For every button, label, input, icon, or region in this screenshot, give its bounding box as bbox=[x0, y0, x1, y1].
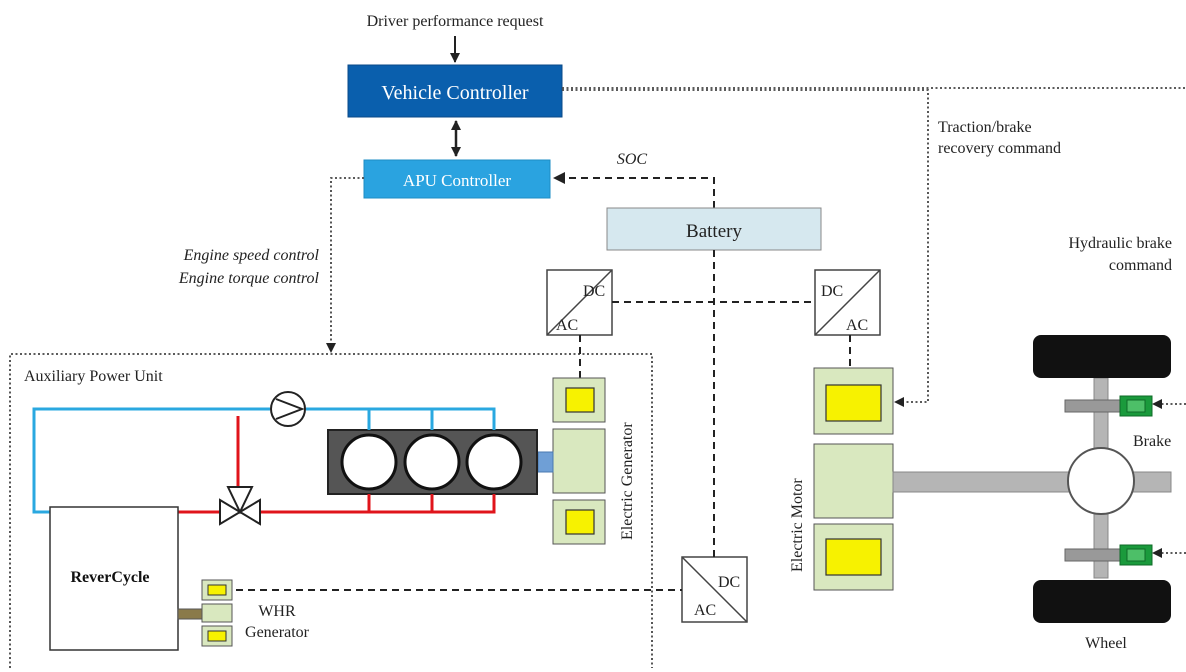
electric-motor-label: Electric Motor bbox=[789, 478, 806, 572]
dcac-converter-motor: DC AC bbox=[814, 269, 881, 336]
hydraulic-label-2: command bbox=[1109, 257, 1172, 274]
three-way-valve-icon bbox=[219, 486, 261, 526]
apu-controller-box bbox=[363, 159, 551, 199]
differential bbox=[1067, 447, 1135, 515]
whr-label-2: Generator bbox=[245, 624, 310, 641]
traction-arrowhead bbox=[894, 397, 904, 407]
wheel-lower bbox=[1033, 580, 1171, 623]
engine-torque-label: Engine torque control bbox=[178, 270, 320, 287]
pump-icon bbox=[270, 391, 306, 427]
whr-generator bbox=[201, 579, 233, 647]
engine-control-line bbox=[330, 177, 364, 346]
generator-magnet-top bbox=[565, 387, 595, 413]
whr-label-1: WHR bbox=[258, 603, 296, 620]
generator-magnet-bottom bbox=[565, 509, 595, 535]
engine-block bbox=[327, 429, 538, 495]
engine-control-arrowhead bbox=[326, 343, 336, 353]
electric-generator-label: Electric Generator bbox=[619, 422, 636, 540]
soc-arrowhead bbox=[553, 172, 565, 184]
apu-title: Auxiliary Power Unit bbox=[24, 368, 163, 385]
apu-boundary bbox=[9, 353, 653, 668]
soc-line bbox=[556, 177, 715, 208]
wheel-label: Wheel bbox=[1085, 635, 1127, 652]
vehicle-controller-label: Vehicle Controller bbox=[381, 82, 529, 104]
brake-label: Brake bbox=[1133, 433, 1171, 450]
dc-label-whr: DC bbox=[718, 574, 740, 591]
driver-request-label: Driver performance request bbox=[367, 13, 544, 30]
electric-motor bbox=[813, 367, 894, 591]
traction-label-1: Traction/brake bbox=[938, 119, 1032, 136]
dcac-converter-generator: DC AC bbox=[546, 269, 613, 336]
coolant-circuit bbox=[32, 407, 496, 514]
soc-label: SOC bbox=[617, 151, 648, 168]
battery-box bbox=[606, 207, 822, 251]
hydraulic-label-1: Hydraulic brake bbox=[1068, 235, 1172, 252]
hydraulic-arrowhead-lower bbox=[1152, 548, 1162, 558]
exhaust-circuit bbox=[178, 416, 496, 514]
revercycle-label: ReverCycle bbox=[70, 569, 149, 586]
cylinder-1 bbox=[340, 433, 398, 491]
engine-shaft bbox=[537, 451, 554, 473]
vehicle-controller-box bbox=[347, 64, 563, 118]
revercycle-box bbox=[49, 506, 179, 651]
hydraulic-arrowhead-upper bbox=[1152, 399, 1162, 409]
ac-label-whr: AC bbox=[694, 602, 716, 619]
wheel-upper bbox=[1033, 335, 1171, 378]
dc-label-gen: DC bbox=[583, 283, 605, 300]
ac-label-gen: AC bbox=[556, 317, 578, 334]
ac-label-motor: AC bbox=[846, 317, 868, 334]
dc-label-motor: DC bbox=[821, 283, 843, 300]
apu-controller-label: APU Controller bbox=[403, 171, 511, 190]
cylinder-2 bbox=[403, 433, 461, 491]
motor-magnet-top bbox=[825, 384, 882, 422]
traction-label-2: recovery command bbox=[938, 140, 1061, 157]
battery-label: Battery bbox=[686, 221, 742, 242]
traction-command-line bbox=[562, 89, 929, 403]
dcac-converter-whr: DC AC bbox=[681, 556, 748, 623]
whr-shaft bbox=[177, 608, 203, 620]
engine-speed-label: Engine speed control bbox=[183, 247, 320, 264]
motor-magnet-bottom bbox=[825, 538, 882, 576]
cylinder-3 bbox=[465, 433, 523, 491]
electric-generator bbox=[552, 377, 606, 545]
